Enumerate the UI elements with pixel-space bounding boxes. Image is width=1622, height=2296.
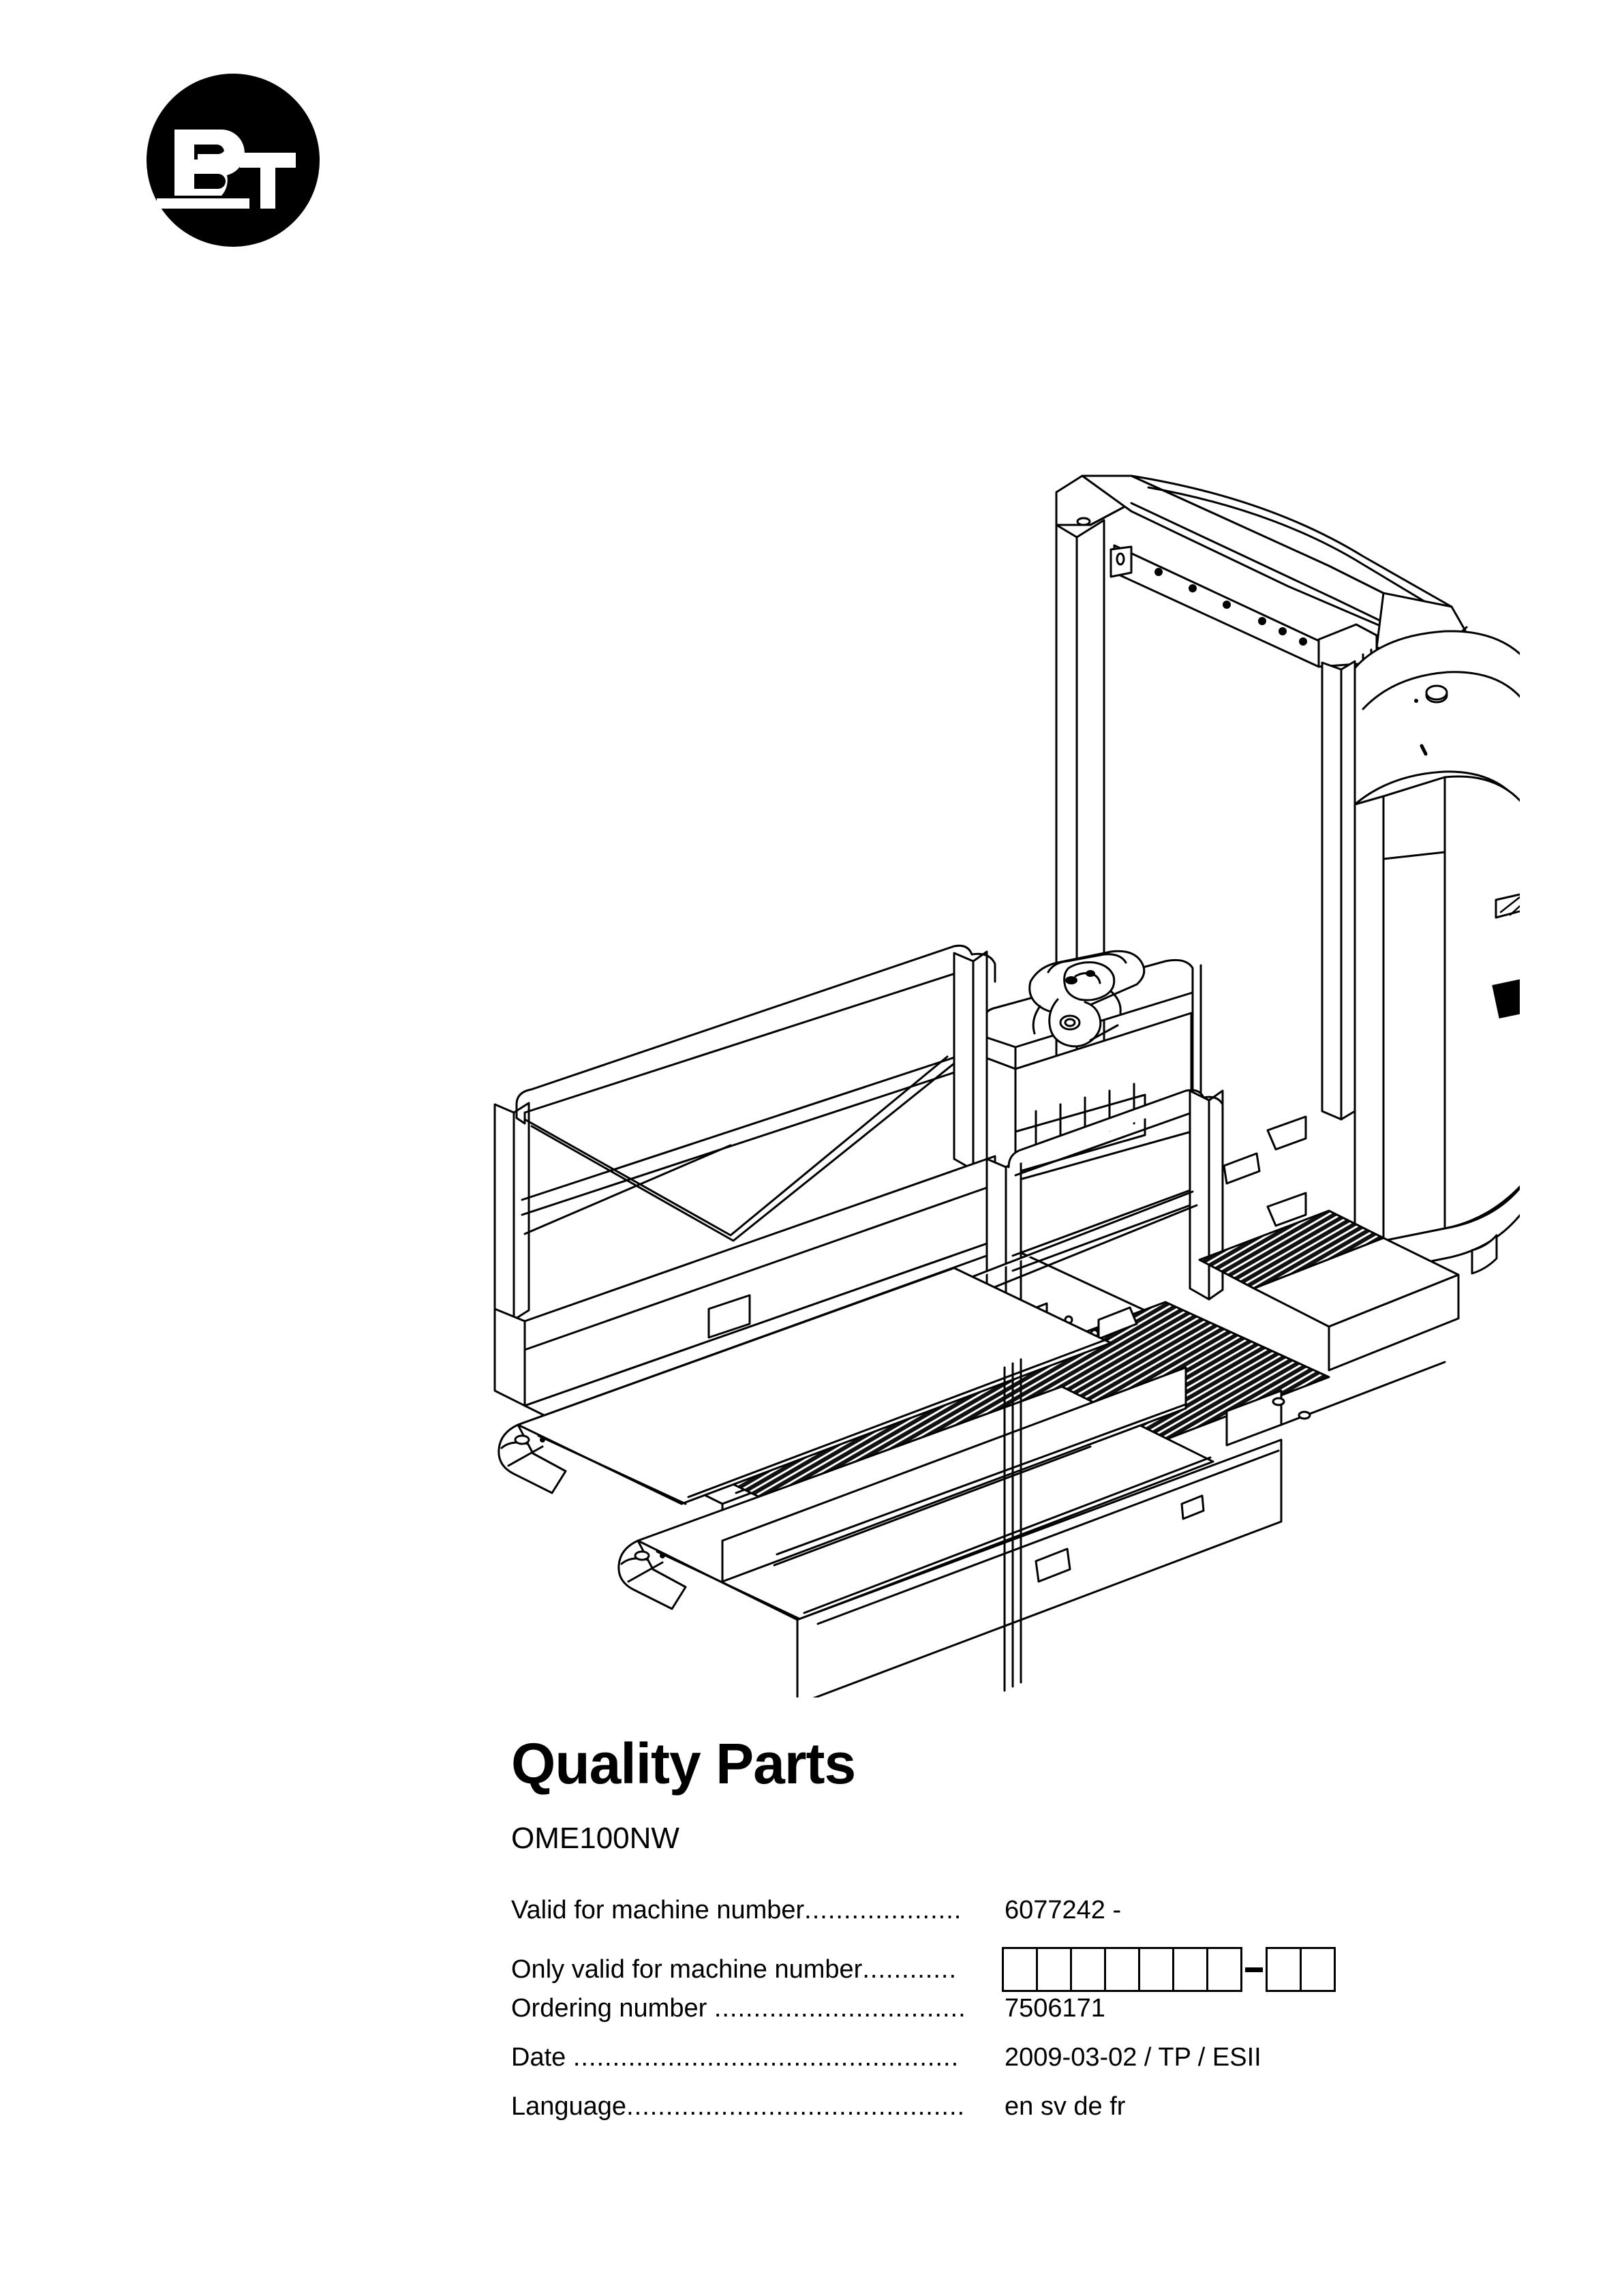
machine-number-box[interactable]: [1138, 1947, 1174, 1992]
value-date: 2009-03-02 / TP / ESII: [1005, 2043, 1261, 2072]
info-row-date: Date ...................................…: [511, 2043, 1465, 2092]
leader-dots: ........................................…: [572, 2043, 960, 2072]
machine-number-boxes-right[interactable]: [1266, 1947, 1336, 1992]
machine-number-box[interactable]: [1266, 1947, 1302, 1992]
machine-number-box[interactable]: [1300, 1947, 1336, 1992]
info-row-valid-for-machine-number: Valid for machine number................…: [511, 1896, 1465, 1945]
label-text: Language: [511, 2092, 627, 2121]
leader-dots: ....................: [804, 1896, 962, 1924]
label-only-valid-for-machine-number: Only valid for machine number...........…: [511, 1955, 995, 1984]
info-row-only-valid-for-machine-number: Only valid for machine number...........…: [511, 1945, 1465, 1994]
info-row-ordering-number: Ordering number ........................…: [511, 1994, 1465, 2043]
label-text: Ordering number: [511, 1994, 714, 2023]
label-text: Only valid for machine number: [511, 1954, 863, 1984]
value-ordering-number: 7506171: [1005, 1994, 1105, 2023]
title-block: Quality Parts OME100NW Valid for machine…: [511, 1735, 1465, 2141]
chassis-lower: [1225, 1237, 1460, 1447]
label-valid-for-machine-number: Valid for machine number................…: [511, 1896, 995, 1925]
operator-console: [981, 950, 1202, 1182]
label-ordering-number: Ordering number ........................…: [511, 1994, 995, 2023]
order-picker-illustration: [477, 423, 1520, 1697]
label-text: Date: [511, 2043, 573, 2072]
machine-number-separator-dash: [1245, 1967, 1263, 1972]
value-valid-for-machine-number: 6077242 -: [1005, 1896, 1122, 1924]
leader-dots: ................................: [714, 1994, 966, 2023]
bt-logo-icon: [147, 74, 320, 247]
page-title: Quality Parts: [511, 1732, 856, 1796]
machine-number-box[interactable]: [1036, 1947, 1072, 1992]
machine-number-entry-boxes[interactable]: [1002, 1947, 1336, 1992]
machine-number-box[interactable]: [1002, 1947, 1038, 1992]
truck-body: [1353, 630, 1520, 1275]
info-row-language: Language................................…: [511, 2092, 1465, 2141]
leader-dots: ........................................…: [626, 2092, 966, 2121]
machine-number-box[interactable]: [1206, 1947, 1242, 1992]
model-designation: OME100NW: [511, 1822, 679, 1855]
leader-dots: ............: [862, 1954, 958, 1984]
value-language: en sv de fr: [1005, 2092, 1126, 2121]
machine-number-box[interactable]: [1172, 1947, 1208, 1992]
label-language: Language................................…: [511, 2092, 995, 2121]
order-picker-drawing: [493, 474, 1520, 1697]
machine-number-box[interactable]: [1104, 1947, 1140, 1992]
label-date: Date ...................................…: [511, 2043, 995, 2072]
machine-number-box[interactable]: [1070, 1947, 1106, 1992]
machine-number-boxes-left[interactable]: [1002, 1947, 1242, 1992]
label-text: Valid for machine number: [511, 1896, 805, 1924]
forks: [498, 1267, 1283, 1697]
bt-logo: [144, 72, 322, 249]
